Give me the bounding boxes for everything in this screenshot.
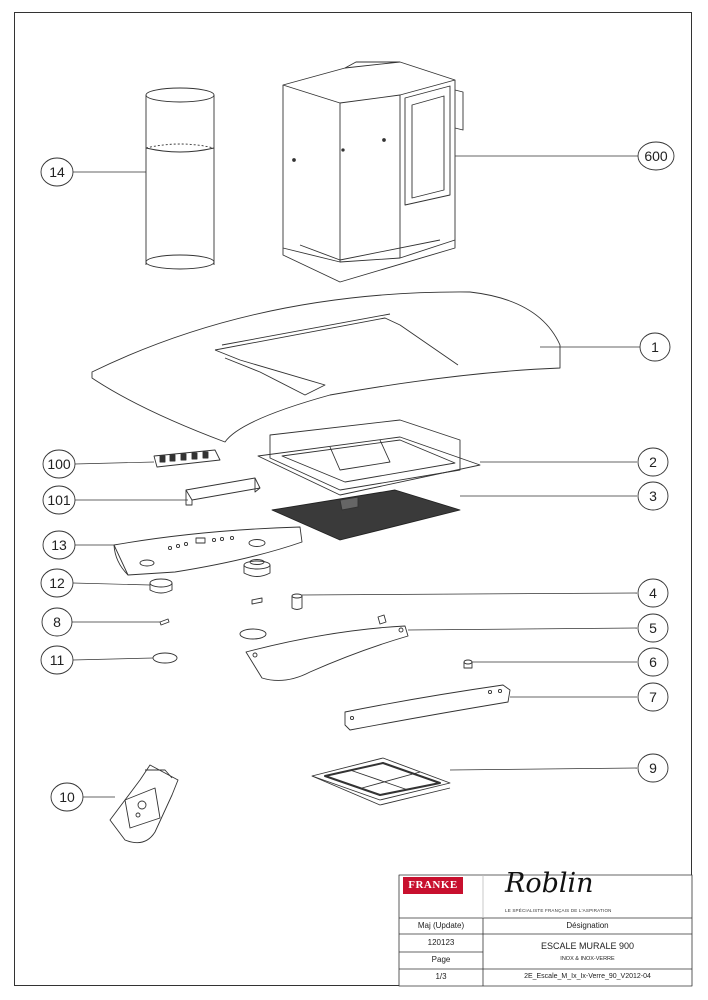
callout-circle: [637, 753, 669, 783]
callout-label: 3: [649, 488, 657, 504]
part-2-hood-frame: [257, 419, 481, 496]
callout-circle: [637, 447, 669, 477]
callout-8: 8: [41, 607, 73, 637]
part-4-knob: [291, 593, 303, 610]
update-value: 120123: [427, 938, 455, 947]
page-value: 1/3: [435, 972, 447, 981]
designation-label: Désignation: [566, 921, 609, 930]
callout-label: 100: [47, 456, 71, 472]
part-12-light-fittings: [149, 559, 271, 594]
callout-label: 10: [59, 789, 75, 805]
part-7-rail: [344, 684, 511, 731]
product-name: ESCALE MURALE 900: [540, 941, 635, 951]
callout-label: 8: [53, 614, 61, 630]
page-label: Page: [431, 955, 451, 964]
callout-11: 11: [40, 645, 74, 675]
product-variant: INOX & INOX-VERRE: [560, 956, 615, 962]
callout-circle: [637, 613, 669, 643]
file-reference: 2E_Escale_M_Ix_Ix-Verre_90_V2012-04: [524, 973, 651, 980]
part-5-front-cover: [245, 614, 409, 681]
part-11-seal-ring: [152, 628, 267, 664]
callout-label: 13: [51, 537, 67, 553]
part-8-screw: [159, 597, 263, 626]
callout-label: 1: [651, 339, 659, 355]
callout-label: 14: [49, 164, 65, 180]
callout-6: 6: [637, 647, 669, 677]
callout-100: 100: [42, 449, 76, 479]
callout-circle: [42, 485, 76, 515]
drawing-frame: [14, 12, 692, 986]
callout-label: 600: [644, 148, 668, 164]
roblin-logo: Roblin: [505, 868, 594, 899]
callout-7: 7: [637, 682, 669, 712]
callout-label: 12: [49, 575, 65, 591]
callout-circle: [639, 332, 671, 362]
callout-14: 14: [40, 157, 74, 187]
callout-13: 13: [42, 530, 76, 560]
callout-circle: [41, 607, 73, 637]
part-14-chimney-cover: [145, 87, 215, 270]
part-100-control-board: [153, 449, 221, 468]
callout-circle: [42, 449, 76, 479]
part-101-bracket: [185, 477, 261, 506]
part-10-accessory-bag: [109, 764, 179, 844]
leader-lines: [71, 155, 640, 798]
callout-circle: [637, 682, 669, 712]
callout-circle: [637, 647, 669, 677]
callout-label: 101: [47, 492, 71, 508]
callout-600: 600: [637, 141, 675, 171]
part-13-control-panel: [113, 526, 303, 576]
callout-1: 1: [639, 332, 671, 362]
callout-label: 5: [649, 620, 657, 636]
callout-bubbles: 14 600 1 100 2 101 3 13 12 4 8 5 11 6 7 9 10: [40, 141, 675, 812]
callout-circle: [637, 141, 675, 171]
callout-label: 9: [649, 760, 657, 776]
callout-12: 12: [40, 568, 74, 598]
callout-label: 6: [649, 654, 657, 670]
part-1-glass-canopy: [91, 291, 561, 443]
callout-circle: [40, 568, 74, 598]
callout-5: 5: [637, 613, 669, 643]
callout-circle: [637, 578, 669, 608]
callout-label: 2: [649, 454, 657, 470]
roblin-tagline: LE SPÉCIALISTE FRANÇAIS DE L'ASPIRATION: [505, 908, 612, 913]
franke-logo: FRANKE: [403, 877, 463, 894]
callout-circle: [42, 530, 76, 560]
callout-101: 101: [42, 485, 76, 515]
part-3-grease-filter: [271, 489, 461, 541]
callout-2: 2: [637, 447, 669, 477]
callout-label: 11: [50, 652, 65, 668]
part-9-carbon-filter: [311, 757, 451, 806]
callout-label: 7: [649, 689, 657, 705]
callout-circle: [40, 157, 74, 187]
part-6-fixing-stud: [463, 659, 473, 669]
callout-circle: [50, 782, 84, 812]
callout-4: 4: [637, 578, 669, 608]
update-label: Maj (Update): [417, 921, 465, 930]
callout-3: 3: [637, 481, 669, 511]
callout-circle: [40, 645, 74, 675]
callout-9: 9: [637, 753, 669, 783]
callout-label: 4: [649, 585, 657, 601]
callout-10: 10: [50, 782, 84, 812]
callout-circle: [637, 481, 669, 511]
part-600-motor-unit: [282, 61, 464, 283]
